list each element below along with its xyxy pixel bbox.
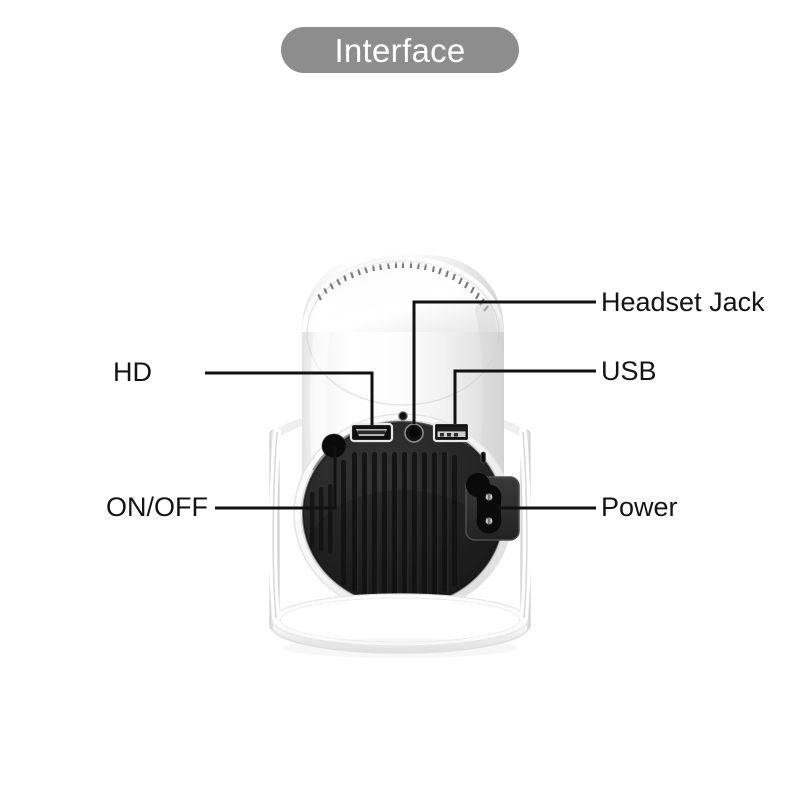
callout-label-on-off: ON/OFF [106, 492, 208, 522]
leader-hd [205, 371, 374, 425]
callout-label-power: Power [601, 492, 678, 522]
leader-headset-jack [412, 300, 596, 424]
headset-jack[interactable] [404, 423, 424, 443]
power-socket[interactable] [465, 473, 520, 541]
led-indicator [480, 451, 486, 464]
vent-grille-left [310, 484, 333, 554]
callout-label-hd: HD [113, 357, 152, 387]
stand-arms-front [269, 428, 531, 622]
usb-port[interactable] [432, 421, 471, 443]
stand-base [271, 593, 529, 658]
vent-grille [341, 452, 457, 605]
callout-label-usb: USB [601, 356, 657, 386]
callout-label-headset-jack: Headset Jack [601, 287, 765, 317]
leader-on-off [215, 447, 337, 510]
leader-lines [205, 300, 596, 510]
page-title-pill: Interface [281, 27, 519, 73]
page-title: Interface [334, 31, 466, 69]
hdmi-port[interactable] [349, 422, 394, 443]
leader-usb [453, 369, 596, 424]
pinhole-reset [398, 411, 408, 421]
